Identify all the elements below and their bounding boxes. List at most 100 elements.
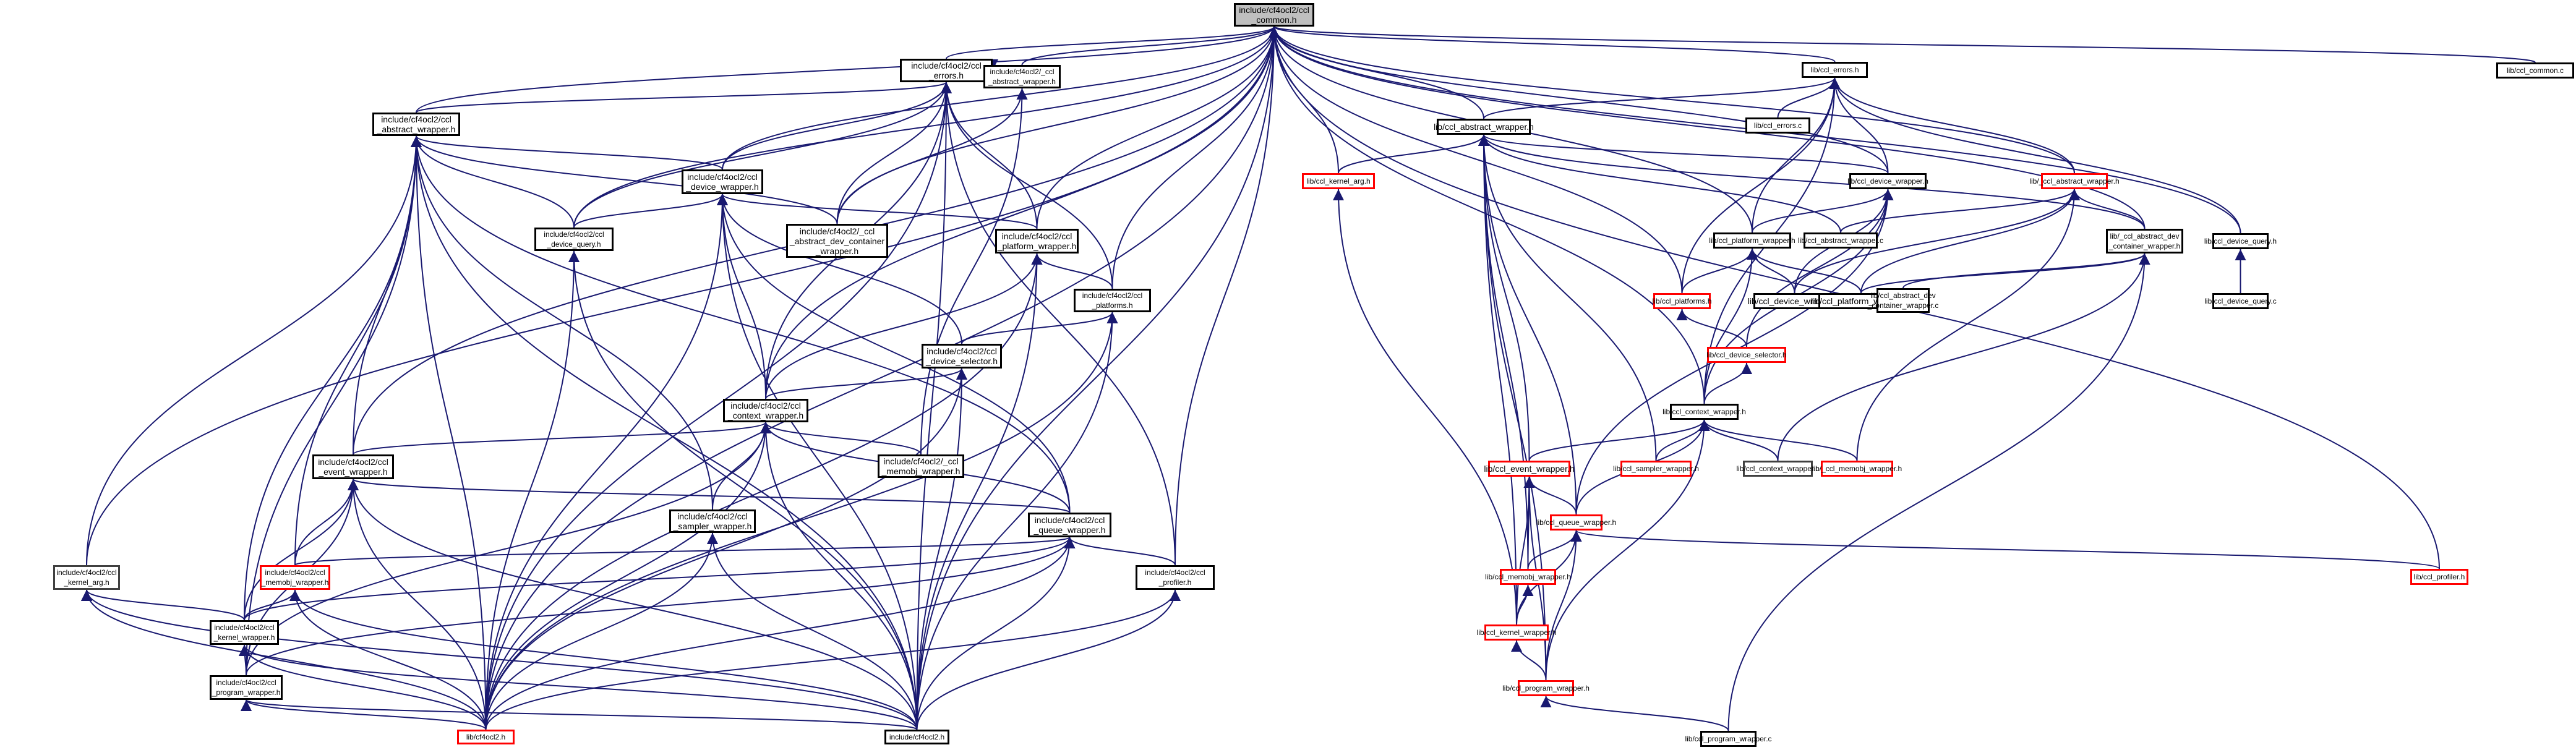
graph-node[interactable]: lib/ccl_abstract_wrapper.h (1434, 119, 1534, 135)
dependency-edge (573, 194, 728, 228)
dependency-edge (1478, 134, 1530, 461)
dependency-edge (1478, 134, 2146, 229)
dependency-edge (836, 26, 1280, 224)
graph-node[interactable]: lib/ccl_sampler_wrapper.h (1613, 461, 1699, 477)
dependency-edge (1036, 26, 1280, 229)
graph-node[interactable]: include/cf4ocl2/_ccl _memobj_wrapper.h (878, 454, 964, 478)
graph-node[interactable]: include/cf4ocl2/ccl _kernel_wrapper.h (210, 620, 279, 645)
graph-node[interactable]: lib/ccl_event_wrapper.h (1484, 461, 1575, 477)
graph-node[interactable]: lib/ccl_profiler.h (2410, 569, 2468, 585)
graph-node[interactable]: lib/ccl_device_selector.h (1706, 347, 1787, 363)
dependency-edge (1483, 77, 1841, 119)
graph-node[interactable]: include/cf4ocl2/_ccl _abstract_wrapper.h (983, 65, 1061, 88)
graph-node[interactable]: include/cf4ocl2/ccl _sampler_wrapper.h (669, 509, 756, 533)
dependency-edge (1698, 419, 1779, 461)
graph-node[interactable]: include/cf4ocl2/ccl _queue_wrapper.h (1028, 513, 1111, 537)
graph-node[interactable]: lib/ccl_errors.c (1745, 117, 1810, 134)
dependency-edge (81, 589, 245, 621)
dependency-edge (1681, 77, 1841, 294)
graph-node[interactable]: include/cf4ocl2.h (884, 730, 949, 744)
graph-node[interactable]: lib/ccl_context_wrapper.h (1662, 404, 1746, 420)
graph-node[interactable]: lib/ccl_queue_wrapper.h (1536, 514, 1616, 531)
dependency-edge (1269, 26, 1836, 62)
dependency-edge (1698, 419, 1858, 461)
graph-node[interactable]: include/cf4ocl2/_ccl _abstract_dev_conta… (786, 224, 888, 258)
dependency-edge (946, 26, 1280, 59)
graph-node[interactable]: include/cf4ocl2/ccl _event_wrapper.h (312, 454, 394, 479)
dependency-edge (1829, 77, 2241, 234)
dependency-edge (289, 589, 918, 730)
dependency-edge (246, 537, 1076, 676)
dependency-edge (765, 253, 1043, 399)
graph-node[interactable]: lib/_ccl_abstract_wrapper.h (2029, 173, 2120, 189)
graph-node[interactable]: lib/ccl_common.c (2496, 62, 2574, 79)
graph-node[interactable]: include/cf4ocl2/ccl _device_query.h (534, 228, 614, 251)
graph-node[interactable]: lib/ccl_context_wrapper.c (1736, 461, 1820, 477)
graph-node[interactable]: lib/ccl_abstract_dev _container_wrapper.… (1868, 288, 1938, 313)
dependency-edge (1478, 134, 1577, 515)
dependency-edge (244, 479, 359, 621)
dependency-edge (760, 422, 922, 455)
dependency-edge (416, 26, 1280, 113)
graph-node[interactable]: include/cf4ocl2/ccl _abstract_wrapper.h (372, 113, 460, 136)
dependency-edge (1269, 26, 1683, 294)
dependency-edge (1478, 134, 1657, 461)
graph-node[interactable]: lib/ccl_device_wrapper.h (1847, 173, 1928, 189)
dependency-edge (348, 479, 1071, 513)
dependency-edge (920, 88, 1028, 455)
graph-node[interactable]: lib/ccl_errors.h (1802, 62, 1868, 78)
graph-node[interactable]: include/cf4ocl2/ccl _program_wrapper.h (210, 675, 283, 700)
graph-node[interactable]: lib/_ccl_memobj_wrapper.h (1812, 461, 1902, 477)
dependency-edge (916, 312, 1118, 730)
graph-node[interactable]: lib/ccl_device_query.h (2204, 233, 2277, 249)
dependency-edge (1860, 189, 2080, 294)
dependency-edge (485, 250, 580, 730)
dependency-edge (1902, 253, 2150, 289)
dependency-edge (1333, 189, 1517, 625)
graph-node[interactable]: include/cf4ocl2/ccl _profiler.h (1136, 565, 1215, 590)
dependency-edge (941, 82, 1038, 229)
graph-node[interactable]: include/cf4ocl2/ccl _errors.h (900, 59, 993, 82)
dependency-edge (289, 589, 487, 730)
graph-node[interactable]: lib/ccl_program_wrapper.c (1685, 731, 1772, 747)
dependency-edge (485, 589, 1181, 730)
graph-node[interactable]: lib/_ccl_abstract_dev _container_wrapper… (2106, 229, 2183, 254)
graph-node[interactable]: lib/cf4ocl2.h (457, 730, 515, 744)
graph-node[interactable]: include/cf4ocl2/ccl _platforms.h (1074, 289, 1151, 312)
dependency-edge (353, 422, 771, 455)
graph-node[interactable]: include/cf4ocl2/ccl _device_wrapper.h (682, 169, 763, 194)
dependency-edge (916, 82, 952, 730)
graph-node[interactable]: lib/ccl_program_wrapper.h (1502, 680, 1590, 696)
graph-node[interactable]: lib/ccl_platform_wrapper.h (1709, 232, 1795, 249)
dependency-edge (836, 88, 1028, 224)
dependency-edge (485, 312, 1118, 730)
graph-node[interactable]: include/cf4ocl2/ccl _context_wrapper.h (723, 399, 808, 422)
dependency-edge (1829, 77, 1889, 174)
graph-node[interactable]: include/cf4ocl2/ccl _platform_wrapper.h (995, 229, 1079, 254)
graph-node[interactable]: lib/ccl_kernel_wrapper.h (1477, 624, 1556, 641)
graph-node[interactable]: lib/ccl_platforms.h (1652, 293, 1712, 309)
graph-node[interactable]: include/cf4ocl2/ccl _kernel_arg.h (53, 565, 120, 590)
dependency-edge (81, 589, 487, 730)
dependency-edge (1727, 253, 2150, 731)
graph-node[interactable]: include/cf4ocl2/ccl _device_selector.h (922, 344, 1002, 369)
graph-node[interactable]: include/cf4ocl2/ccl _common.h (1234, 3, 1314, 27)
graph-node[interactable]: lib/ccl_kernel_arg.h (1302, 173, 1375, 189)
dependency-edge (348, 479, 487, 730)
dependency-edge (1545, 530, 1582, 681)
dependency-edge (717, 194, 1038, 229)
dependency-edge (411, 135, 1071, 513)
dependency-edge (765, 368, 967, 399)
dependency-edge (1703, 362, 1752, 404)
graph-node[interactable]: lib/ccl_device_query.c (2204, 293, 2277, 309)
dependency-edge (411, 135, 713, 510)
dependency-edge (1269, 26, 1705, 404)
dependency-edge (1752, 189, 1894, 233)
dependency-edge (244, 135, 422, 621)
graph-node[interactable]: lib/ccl_memobj_wrapper.h (1485, 569, 1571, 585)
graph-node[interactable]: include/cf4ocl2/ccl _memobj_wrapper.h (260, 565, 330, 590)
graph-node[interactable]: lib/ccl_abstract_wrapper.c (1798, 232, 1883, 249)
dependency-edge (1478, 134, 1841, 233)
